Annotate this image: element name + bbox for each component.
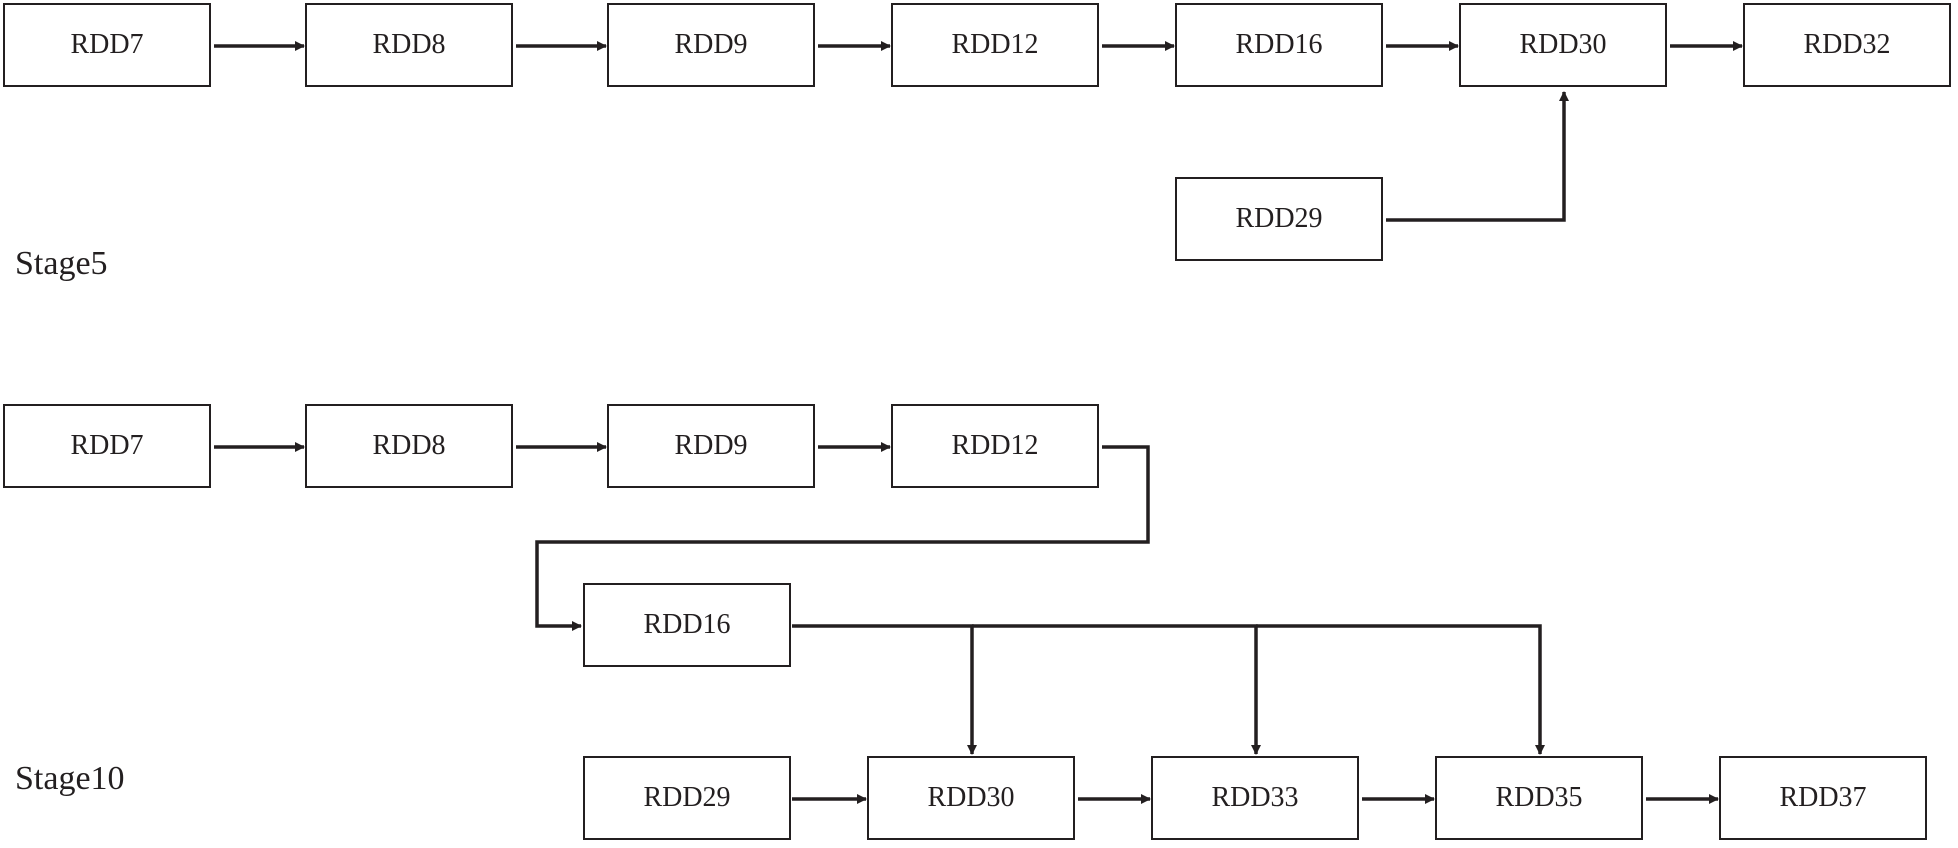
node-stage10-rdd8: RDD8 (305, 404, 513, 488)
node-stage5-rdd7: RDD7 (3, 3, 211, 87)
edge-s5-rdd29-rdd30 (1386, 91, 1569, 222)
node-stage10-rdd7: RDD7 (3, 404, 211, 488)
edge-s10-rdd16-rdd30 (792, 624, 977, 755)
node-stage10-rdd12: RDD12 (891, 404, 1099, 488)
node-stage5-rdd29: RDD29 (1175, 177, 1383, 261)
node-stage10-rdd16: RDD16 (583, 583, 791, 667)
edge-s10-rdd16-rdd35 (1256, 624, 1545, 755)
edge-s10-rdd12-rdd16 (535, 445, 1150, 631)
node-stage5-rdd8: RDD8 (305, 3, 513, 87)
node-stage10-rdd33: RDD33 (1151, 756, 1359, 840)
node-stage10-rdd9: RDD9 (607, 404, 815, 488)
node-stage5-rdd32: RDD32 (1743, 3, 1951, 87)
edge-s10-rdd16-rdd33 (972, 624, 1261, 755)
node-stage10-rdd29: RDD29 (583, 756, 791, 840)
node-stage10-rdd35: RDD35 (1435, 756, 1643, 840)
stage-label-stage10: Stage10 (15, 760, 125, 797)
node-stage10-rdd30: RDD30 (867, 756, 1075, 840)
node-stage10-rdd37: RDD37 (1719, 756, 1927, 840)
stage-label-stage5: Stage5 (15, 245, 108, 282)
node-stage5-rdd30: RDD30 (1459, 3, 1667, 87)
node-stage5-rdd16: RDD16 (1175, 3, 1383, 87)
node-stage5-rdd12: RDD12 (891, 3, 1099, 87)
node-stage5-rdd9: RDD9 (607, 3, 815, 87)
